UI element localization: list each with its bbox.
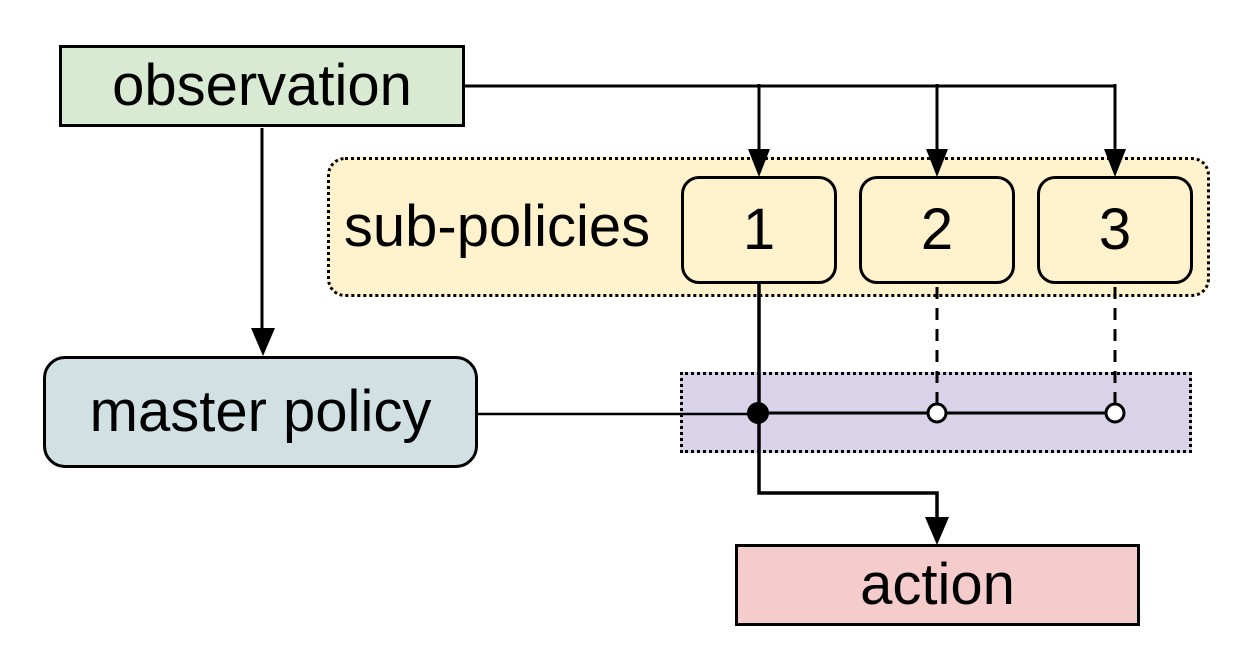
sub-policy-1-label: 1 (742, 197, 776, 262)
observation-label: observation (112, 53, 412, 118)
sub-policy-2-label: 2 (920, 197, 954, 262)
unselected-dot-2-icon (926, 402, 948, 424)
arrowhead-to-master-icon (251, 328, 275, 356)
master-policy-label: master policy (89, 379, 432, 444)
arrowhead-to-subpolicy-2-icon (926, 149, 948, 177)
sub-policy-3-label: 3 (1098, 197, 1132, 262)
selected-dot-icon (747, 402, 769, 424)
edge-subpolicy-1-to-action (757, 284, 939, 517)
arrowhead-to-subpolicy-3-icon (1104, 149, 1126, 177)
arrowhead-to-subpolicy-1-icon (748, 149, 770, 177)
action-node: action (735, 544, 1140, 626)
sub-policy-box-2: 2 (859, 176, 1015, 284)
sub-policy-box-3: 3 (1037, 176, 1193, 284)
sub-policies-label: sub-policies (343, 194, 651, 259)
unselected-dot-3-icon (1104, 402, 1126, 424)
observation-node: observation (59, 45, 465, 127)
action-label: action (860, 552, 1015, 617)
arrowhead-to-action-icon (925, 517, 949, 545)
master-policy-node: master policy (43, 356, 478, 468)
sub-policy-box-1: 1 (681, 176, 837, 284)
